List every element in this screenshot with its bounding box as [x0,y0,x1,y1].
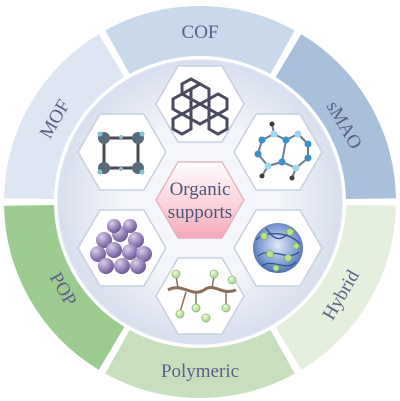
center-title-line1: Organic [170,179,231,200]
hybrid-hex-tile [233,209,323,287]
center-hex: Organic supports [155,161,245,239]
smao-hex-tile [233,113,323,191]
label-polymeric: Polymeric [161,361,239,382]
outer-ring [2,4,398,400]
center-title-line2: supports [168,202,232,223]
mof-framework-icon [97,131,145,175]
pop-hex-tile [77,209,167,287]
mof-hex-tile [77,113,167,191]
ring-segment-hybrid [272,203,398,373]
label-cof: COF [182,22,219,43]
ring-segment-polymeric [102,327,298,400]
polymer-chain-icon [167,269,237,323]
pop-sphere-cluster-icon [90,219,152,274]
ring-segment-cof [102,4,298,77]
ring-segment-mof [2,31,128,201]
hexagon-tiles: Organic supports [77,65,323,335]
cof-hex-tile [155,65,245,143]
ring-segment-pop [2,203,128,373]
polymeric-hex-tile [155,257,245,335]
ring-segment-smao [272,31,398,201]
cof-framework-icon [171,77,229,136]
hybrid-sphere-icon [253,223,303,273]
smao-molecule-icon [254,121,312,181]
